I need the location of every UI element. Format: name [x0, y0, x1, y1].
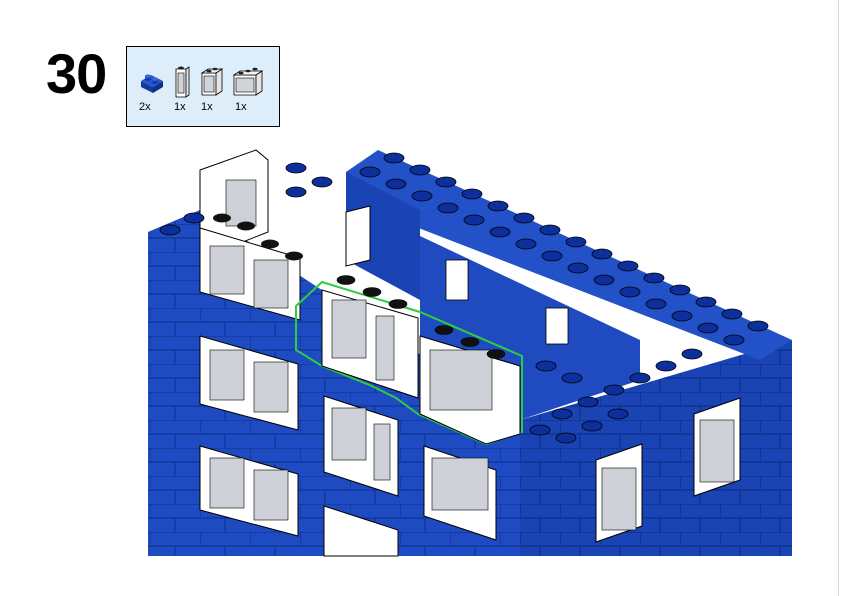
parts-list-item — [199, 63, 225, 99]
parts-list-item — [173, 63, 191, 99]
white-window-1x3x2-icon — [231, 63, 265, 99]
back-wall — [346, 150, 792, 360]
parts-qty: 1x — [201, 101, 213, 113]
stud-row — [359, 152, 769, 346]
parts-qty: 1x — [174, 101, 186, 113]
step-number: 30 — [46, 42, 107, 105]
window-row — [199, 335, 299, 537]
parts-list-box: 2x 1x 1x — [126, 46, 280, 127]
parts-qty: 1x — [235, 101, 247, 113]
window-row — [323, 395, 497, 557]
window-row-top — [199, 213, 303, 321]
white-window-1x1x2-icon — [173, 63, 191, 99]
stud-row — [159, 162, 333, 236]
parts-list-item — [231, 63, 265, 99]
side-facade — [520, 340, 792, 556]
side-window — [595, 397, 741, 543]
parts-list-item — [139, 65, 165, 95]
stud-row — [529, 348, 703, 444]
parts-qty: 2x — [139, 101, 151, 113]
blue-brick-1x2-icon — [139, 65, 165, 95]
new-parts-highlight — [295, 275, 523, 446]
white-window-1x2x2-icon — [199, 63, 225, 99]
page-edge-rule — [838, 0, 839, 596]
interior-window — [545, 307, 569, 345]
interior-window — [445, 259, 469, 301]
